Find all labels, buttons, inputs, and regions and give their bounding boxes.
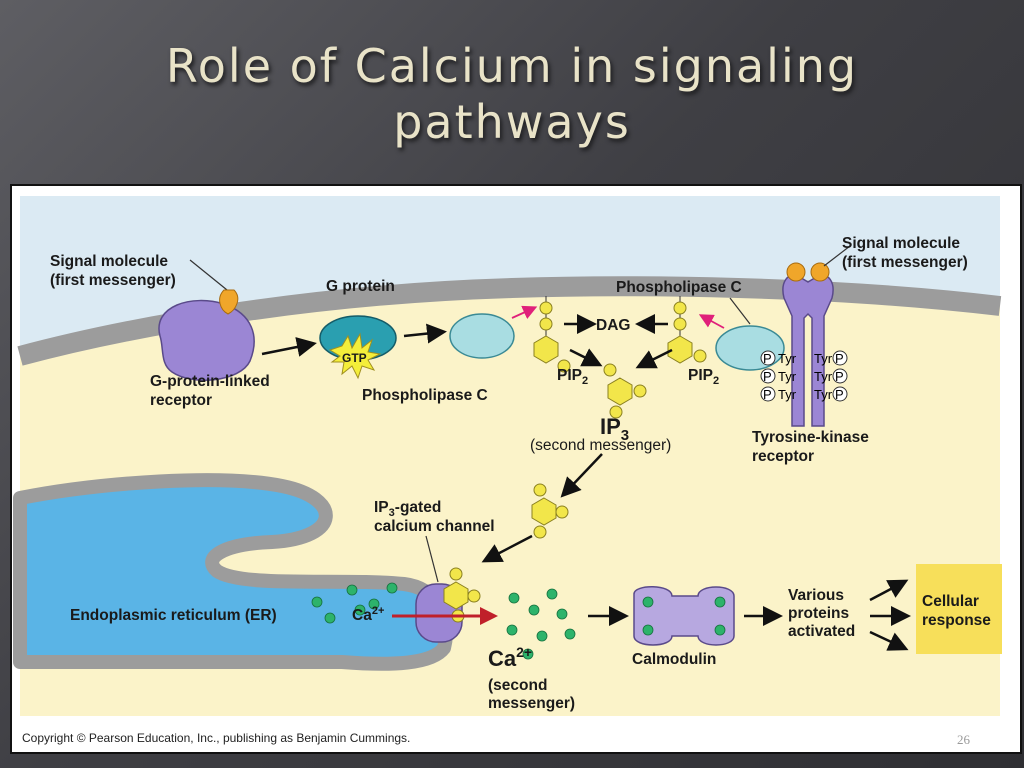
signal-molecule-right-label-2: (first messenger) — [842, 254, 968, 271]
svg-text:P: P — [763, 387, 772, 402]
ca-second-messenger-label-2: messenger) — [488, 695, 575, 712]
phospholipase-c-lower-label: Phospholipase C — [362, 387, 488, 404]
calmodulin — [633, 586, 735, 646]
tyrosine-kinase-receptor — [782, 262, 834, 427]
svg-text:P: P — [835, 351, 844, 366]
cellular-response-label-2: response — [922, 612, 991, 629]
er-label: Endoplasmic reticulum (ER) — [70, 607, 277, 624]
signal-molecule-left-label-2: (first messenger) — [50, 272, 176, 289]
arrow-ip3-down — [560, 453, 603, 498]
cellular-response-label-1: Cellular — [922, 593, 979, 610]
calcium-ions-cytosol — [506, 588, 576, 660]
calcium-signaling-diagram: Signal molecule (first messenger) G-prot… — [12, 196, 1020, 752]
phospholipase-c-upper-leader — [729, 297, 751, 325]
ca-er-label: Ca2+ — [352, 605, 384, 624]
pip2-left-label: PIP2 — [557, 367, 588, 387]
signal-molecule-left-leader — [189, 259, 233, 295]
ip3-molecule-cytosol — [531, 483, 569, 539]
pip2-right-label: PIP2 — [688, 367, 719, 387]
slide-title-line-2: pathways — [393, 95, 631, 149]
ca-cytosol-label: Ca2+ — [488, 644, 532, 671]
svg-text:Tyr: Tyr — [778, 387, 797, 402]
svg-text:Tyr: Tyr — [814, 351, 833, 366]
slide-title: Role of Calcium in signaling pathways — [0, 38, 1024, 150]
ip3-gated-calcium-channel — [415, 567, 481, 643]
g-protein-label: G protein — [326, 278, 395, 295]
arrow-response-up — [869, 579, 909, 602]
svg-text:Tyr: Tyr — [814, 369, 833, 384]
various-proteins-label-3: activated — [788, 623, 855, 640]
various-proteins-label-2: proteins — [788, 605, 849, 622]
tyr-phosphate-left-1: P Tyr — [760, 350, 797, 366]
arrow-plc-to-pip2-right — [698, 314, 725, 329]
arrow-gprotein-to-plc — [403, 323, 447, 344]
calcium-ions-er — [311, 582, 398, 624]
cellular-response-box — [916, 564, 1002, 654]
pip2-molecule-left — [533, 296, 571, 373]
page-number: 26 — [957, 732, 970, 747]
copyright-text: Copyright © Pearson Education, Inc., pub… — [22, 731, 410, 745]
various-proteins-label-1: Various — [788, 587, 844, 604]
svg-text:Tyr: Tyr — [814, 387, 833, 402]
ip3-second-messenger-label: (second messenger) — [530, 437, 671, 454]
svg-text:P: P — [835, 369, 844, 384]
ip3-label: IP3 — [600, 414, 629, 444]
ip3-channel-leader — [425, 535, 439, 583]
ca-second-messenger-label-1: (second — [488, 677, 547, 694]
signal-molecule-right-leader — [823, 245, 851, 267]
calmodulin-label: Calmodulin — [632, 651, 716, 668]
ip3-molecule — [603, 363, 647, 419]
signal-molecule-left — [219, 289, 239, 315]
tyr-phosphate-left-3: P Tyr — [760, 386, 797, 402]
gtp-label: GTP — [342, 351, 367, 365]
ip3-channel-label-2: calcium channel — [374, 518, 495, 535]
svg-text:P: P — [763, 351, 772, 366]
g-protein-receptor-label-2: receptor — [150, 392, 212, 409]
g-protein-linked-receptor — [158, 299, 255, 381]
extracellular-area — [20, 196, 1000, 356]
svg-text:P: P — [835, 387, 844, 402]
arrow-receptor-to-gprotein — [261, 337, 317, 357]
copyright-strip — [12, 722, 1020, 752]
dag-label: DAG — [596, 317, 630, 334]
arrow-plc-to-pip2-left — [511, 305, 538, 320]
signal-molecule-right-label-1: Signal molecule — [842, 235, 960, 252]
signal-molecule-left-label-1: Signal molecule — [50, 253, 168, 270]
arrow-response-down — [869, 630, 909, 651]
tyrosine-receptor-label-1: Tyrosine-kinase — [752, 429, 869, 446]
phospholipase-c-left — [449, 313, 515, 359]
tyrosine-receptor-label-2: receptor — [752, 448, 814, 465]
ip3-channel-label-1: IP3-gated — [374, 499, 441, 519]
endoplasmic-reticulum — [13, 473, 454, 671]
slide-title-line-1: Role of Calcium in signaling — [165, 39, 859, 93]
g-protein-receptor-label-1: G-protein-linked — [150, 373, 270, 390]
arrow-ip3-to-channel — [481, 534, 533, 563]
diagram-frame: Signal molecule (first messenger) G-prot… — [10, 184, 1022, 754]
phospholipase-c-right — [715, 325, 785, 371]
svg-text:P: P — [763, 369, 772, 384]
phospholipase-c-upper-label: Phospholipase C — [616, 279, 742, 296]
arrow-pip2-right-to-ip3 — [635, 348, 673, 369]
arrow-pip2-left-to-ip3 — [569, 348, 603, 367]
pip2-molecule-right — [667, 296, 707, 364]
svg-text:Tyr: Tyr — [778, 369, 797, 384]
svg-text:Tyr: Tyr — [778, 351, 797, 366]
gtp-starburst — [328, 332, 382, 380]
tyr-phosphate-left-2: P Tyr — [760, 368, 797, 384]
